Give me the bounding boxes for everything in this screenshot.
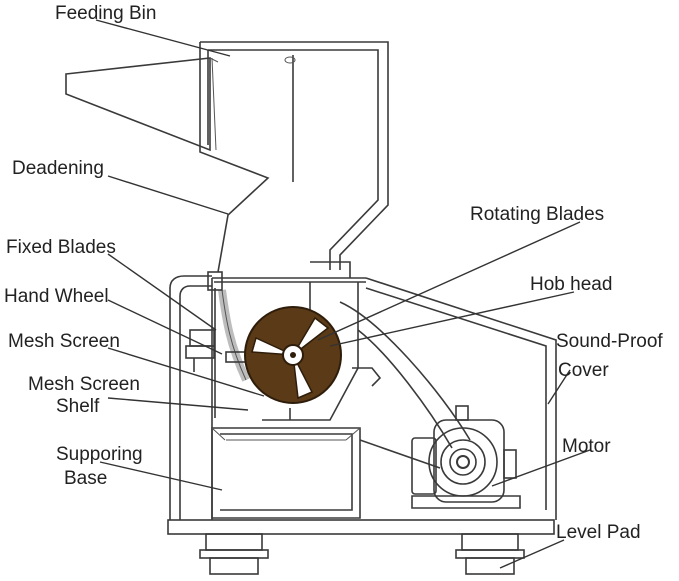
supporting-base — [211, 427, 361, 519]
label-supporing-base-line1: Supporing — [56, 444, 143, 465]
mesh-screen — [218, 289, 250, 382]
label-rotating-blades: Rotating Blades — [470, 204, 604, 225]
label-hand-wheel: Hand Wheel — [4, 286, 109, 307]
label-deadening: Deadening — [12, 158, 104, 179]
base-plate — [167, 519, 555, 535]
label-sound-proof-cover-line2: Cover — [558, 360, 609, 381]
label-mesh-screen-shelf-line2: Shelf — [56, 396, 100, 417]
motor — [411, 405, 521, 509]
mesh-screen-outline — [221, 289, 247, 381]
label-level-pad: Level Pad — [556, 522, 641, 543]
sound-proof-cover — [169, 275, 557, 520]
leader-lines — [95, 19, 591, 569]
level-pads — [199, 533, 525, 575]
hand-wheel — [185, 329, 215, 372]
label-mesh-screen: Mesh Screen — [8, 331, 120, 352]
label-supporing-base-line2: Base — [64, 468, 107, 489]
label-feeding-bin: Feeding Bin — [55, 3, 156, 24]
feeding-bin — [199, 41, 389, 273]
feed-chute — [65, 57, 219, 152]
label-motor: Motor — [562, 436, 611, 457]
label-fixed-blades: Fixed Blades — [6, 237, 116, 258]
label-mesh-screen-shelf-line1: Mesh Screen — [28, 374, 140, 395]
label-sound-proof-cover-line1: Sound-Proof — [556, 331, 663, 352]
label-hob-head: Hob head — [530, 274, 612, 295]
labels: Feeding Bin Deadening Fixed Blades Hand … — [4, 3, 663, 543]
rotor — [244, 306, 342, 404]
